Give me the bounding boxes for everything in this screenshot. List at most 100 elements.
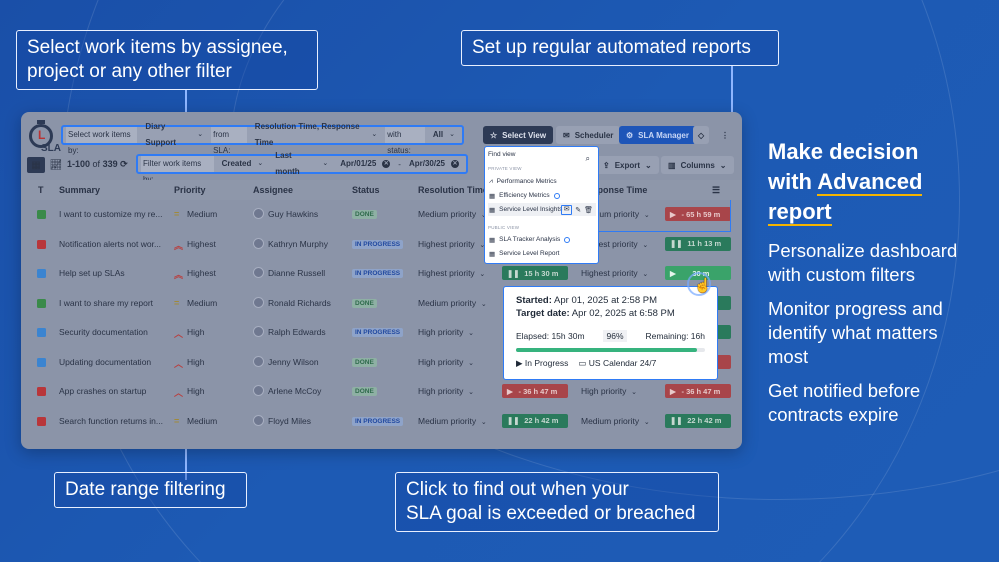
assignee: Jenny Wilson (268, 356, 319, 367)
pin-button[interactable]: ◇ (693, 126, 710, 144)
side-bullet: Monitor progress and identify what matte… (768, 298, 943, 367)
priority: Medium (187, 297, 218, 308)
view-item-service-level-insights[interactable]: ▦Service Level Insights ✉✎🗑︎ (488, 203, 596, 216)
response-priority-select[interactable]: Medium priority ⌄ (581, 415, 650, 426)
response-priority-select[interactable]: Medium priority ⌄ (581, 209, 650, 219)
sla-label: from SLA: (211, 127, 247, 155)
chevron-down-icon: ⌄ (468, 330, 474, 337)
table-row[interactable]: Search function returns in... = Medium F… (21, 407, 742, 436)
table-row[interactable]: Notification alerts not wor... ︽ Highest… (21, 230, 742, 259)
sla-dropdown[interactable]: Resolution Time, Response Time⌄ (250, 122, 382, 147)
chevron-down-icon: ⌄ (197, 131, 204, 138)
callout-filter: Select work items by assignee, project o… (16, 30, 318, 90)
priority: Medium (187, 209, 218, 219)
sla-logo: L SLA (27, 120, 61, 154)
summary[interactable]: Search function returns in... (59, 415, 163, 426)
bug-type-icon (37, 239, 46, 249)
chart-icon: 📈︎ (49, 159, 63, 171)
sla-timer[interactable]: ▶- 36 h 47 m (502, 384, 568, 398)
project-dropdown[interactable]: Diary Support⌄ (141, 122, 208, 147)
app-window: L SLA Select work items by: Diary Suppor… (21, 112, 742, 449)
date-to-input[interactable]: Apr/30/25✕ (404, 156, 463, 172)
sla-timer[interactable]: ❚❚22 h 42 m (502, 413, 568, 428)
edit-icon[interactable]: ✎ (575, 206, 582, 214)
hand-cursor-icon: ☝ (694, 277, 712, 293)
assignee: Ralph Edwards (268, 327, 326, 337)
summary[interactable]: I want to customize my re... (59, 209, 163, 219)
scheduler-button[interactable]: ✉Scheduler (556, 126, 621, 144)
response-priority-select[interactable]: High priority ⌄ (581, 386, 637, 396)
grid-icon: ▦ (31, 159, 41, 171)
response-priority-select[interactable]: Highest priority ⌄ (581, 238, 649, 249)
summary[interactable]: Security documentation (59, 327, 148, 337)
trash-icon[interactable]: 🗑︎ (584, 206, 593, 214)
schedule-email-icon[interactable]: ✉ (561, 204, 573, 215)
select-work-items-bar: Select work items by: Diary Support⌄ fro… (61, 122, 464, 155)
view-item-performance-metrics[interactable]: ⩘Performance Metrics (489, 177, 557, 186)
table-row[interactable]: App crashes on startup ︿ High Arlene McC… (21, 377, 742, 406)
columns-icon: ▥ (668, 160, 676, 170)
priority: Highest (187, 238, 216, 249)
sla-timer[interactable]: ▶- 65 h 59 m (665, 207, 731, 221)
select-label: Select work items by: (66, 127, 138, 155)
clear-icon[interactable]: ✕ (382, 160, 391, 168)
sla-manager-button[interactable]: ⚙SLA Manager (619, 126, 696, 144)
summary[interactable]: I want to share my report (59, 297, 154, 308)
table-view-button[interactable]: ▦ (27, 157, 45, 173)
select-view-button[interactable]: ☆Select View (483, 126, 554, 144)
status-badge: DONE (352, 357, 377, 367)
resolution-priority-select[interactable]: Medium priority ⌄ (418, 415, 487, 426)
chevron-down-icon: ⌄ (643, 418, 650, 426)
resolution-priority-select[interactable]: Medium priority ⌄ (418, 209, 487, 219)
click-indicator (687, 272, 711, 296)
pause-icon: ❚❚ (507, 416, 520, 425)
date-field-dropdown[interactable]: Created⌄ (217, 156, 268, 172)
more-icon: ⋮ (721, 130, 729, 140)
columns-button[interactable]: ▥Columns⌄ (661, 156, 734, 174)
resolution-priority-select[interactable]: High priority ⌄ (418, 386, 474, 396)
pause-icon: ❚❚ (670, 416, 683, 425)
priority: Highest (187, 268, 216, 278)
view-item-efficiency-metrics[interactable]: ▦Efficiency Metrics (488, 189, 596, 202)
summary[interactable]: Notification alerts not wor... (59, 238, 162, 249)
view-item-sla-tracker-analysis[interactable]: ▦SLA Tracker Analysis (488, 233, 596, 246)
clear-icon[interactable]: ✕ (451, 160, 459, 168)
export-button[interactable]: ⇪Export⌄ (596, 156, 659, 174)
more-menu-button[interactable]: ⋮ (717, 126, 733, 144)
sla-timer[interactable]: ❚❚22 h 42 m (665, 413, 731, 428)
filter-icon[interactable]: ☰ (712, 185, 721, 195)
sla-timer[interactable]: ❚❚15 h 30 m (502, 266, 568, 280)
pin-icon: ◇ (698, 130, 705, 140)
avatar (253, 208, 264, 219)
resolution-priority-select[interactable]: Highest priority ⌄ (418, 238, 486, 249)
summary[interactable]: App crashes on startup (59, 386, 147, 396)
resolution-priority-select[interactable]: Highest priority ⌄ (418, 268, 486, 278)
refresh-icon[interactable]: ⟳ (120, 159, 128, 169)
status-dropdown[interactable]: All⌄ (428, 127, 459, 143)
chevron-down-icon: ⌄ (719, 160, 727, 170)
priority-icon: ︿ (174, 388, 184, 398)
table-row[interactable]: Help set up SLAs ︽ Highest Dianne Russel… (21, 259, 742, 288)
priority-icon: = (174, 297, 180, 308)
assignee: Guy Hawkins (268, 209, 319, 219)
priority-icon: = (174, 415, 180, 426)
response-priority-select[interactable]: Highest priority ⌄ (581, 268, 649, 278)
sla-timer[interactable]: ❚❚11 h 13 m (665, 236, 731, 251)
date-range-dropdown[interactable]: Last month⌄ (271, 151, 333, 176)
summary[interactable]: Help set up SLAs (59, 268, 125, 278)
priority-icon: ︽ (174, 240, 184, 251)
priority: High (187, 356, 205, 367)
summary[interactable]: Updating documentation (59, 356, 152, 367)
avatar (253, 385, 264, 396)
chart-view-button[interactable]: 📈︎ (47, 157, 65, 173)
table-row[interactable]: I want to customize my re... = Medium Gu… (21, 200, 742, 229)
sla-timer[interactable]: ▶- 36 h 47 m (665, 384, 731, 398)
assignee: Kathryn Murphy (268, 238, 328, 249)
view-item-service-level-report[interactable]: ▦Service Level Report (489, 250, 560, 258)
resolution-priority-select[interactable]: Medium priority ⌄ (418, 297, 487, 308)
resolution-priority-select[interactable]: High priority ⌄ (418, 356, 474, 367)
find-view-input[interactable]: Find view⌕ (488, 151, 590, 163)
status-label: with status: (385, 127, 425, 155)
resolution-priority-select[interactable]: High priority ⌄ (418, 327, 474, 337)
date-from-input[interactable]: Apr/01/25✕ (336, 156, 395, 172)
